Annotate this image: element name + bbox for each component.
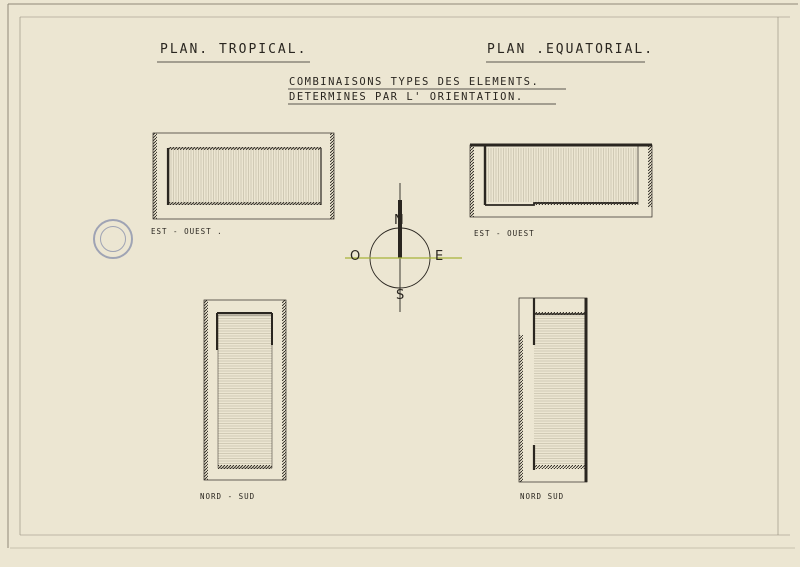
label-nord-sud-right: NORD SUD	[520, 492, 565, 501]
archive-stamp	[93, 219, 133, 259]
compass-north: N	[394, 213, 405, 228]
compass-rose	[345, 183, 462, 312]
label-nord-sud-left: NORD - SUD	[200, 492, 256, 501]
title-plan-tropical: PLAN. TROPICAL.	[160, 42, 308, 57]
sheet-border	[7, 3, 798, 549]
label-est-ouest-left: EST - OUEST .	[151, 227, 223, 236]
subtitle-line-2: DETERMINES PAR L' ORIENTATION.	[289, 91, 524, 103]
subtitle-line-1: COMBINAISONS TYPES DES ELEMENTS.	[289, 76, 540, 88]
compass-south: S	[396, 288, 406, 303]
title-plan-equatorial: PLAN .EQUATORIAL.	[487, 42, 655, 57]
compass-west: O	[350, 249, 362, 264]
plan-tropical-nord-sud	[203, 299, 287, 481]
title-underlines	[157, 61, 645, 105]
plan-equatorial-est-ouest	[469, 143, 653, 218]
label-est-ouest-right: EST - OUEST	[474, 229, 535, 238]
compass-east: E	[435, 249, 445, 264]
plan-tropical-est-ouest	[152, 132, 335, 220]
plan-equatorial-nord-sud	[518, 297, 588, 483]
